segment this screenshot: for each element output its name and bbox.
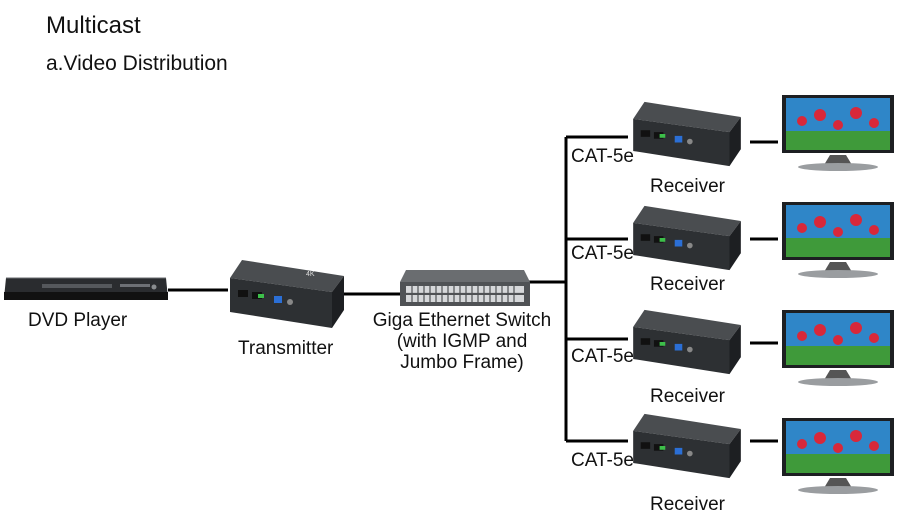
- tv-display-icon: [782, 418, 894, 494]
- receiver-label-2: Receiver: [650, 274, 725, 295]
- cable-label-2: CAT-5e: [571, 243, 635, 264]
- network-switch-icon: [400, 270, 530, 306]
- switch-label-line2: (with IGMP and: [396, 331, 528, 352]
- diagram-title: Multicast: [46, 12, 141, 39]
- dvd-player-label: DVD Player: [28, 310, 128, 331]
- cable-label-3: CAT-5e: [571, 346, 635, 367]
- cable-label-4: CAT-5e: [571, 450, 635, 471]
- diagram-subtitle: a.Video Distribution: [46, 52, 228, 75]
- receiver-device-3: [633, 309, 741, 375]
- cable-label-1: CAT-5e: [571, 146, 635, 167]
- dvd-player-icon: [4, 277, 168, 300]
- transmitter-4k-badge: 4K: [306, 271, 315, 278]
- receiver-device-4: [633, 413, 741, 479]
- receiver-label-3: Receiver: [650, 386, 725, 407]
- receiver-device-1: [633, 101, 741, 167]
- extender-transmitter-icon: 4K: [230, 260, 344, 328]
- receiver-device-2: [633, 205, 741, 271]
- switch-label-line1: Giga Ethernet Switch: [372, 310, 552, 331]
- tv-display-icon: [782, 95, 894, 171]
- receiver-label-4: Receiver: [650, 494, 725, 515]
- switch-label-line3: Jumbo Frame): [400, 352, 524, 373]
- tv-display-icon: [782, 310, 894, 386]
- tv-display-icon: [782, 202, 894, 278]
- transmitter-label: Transmitter: [238, 338, 334, 359]
- switch-label: Giga Ethernet Switch (with IGMP and Jumb…: [360, 310, 564, 373]
- receiver-label-1: Receiver: [650, 176, 725, 197]
